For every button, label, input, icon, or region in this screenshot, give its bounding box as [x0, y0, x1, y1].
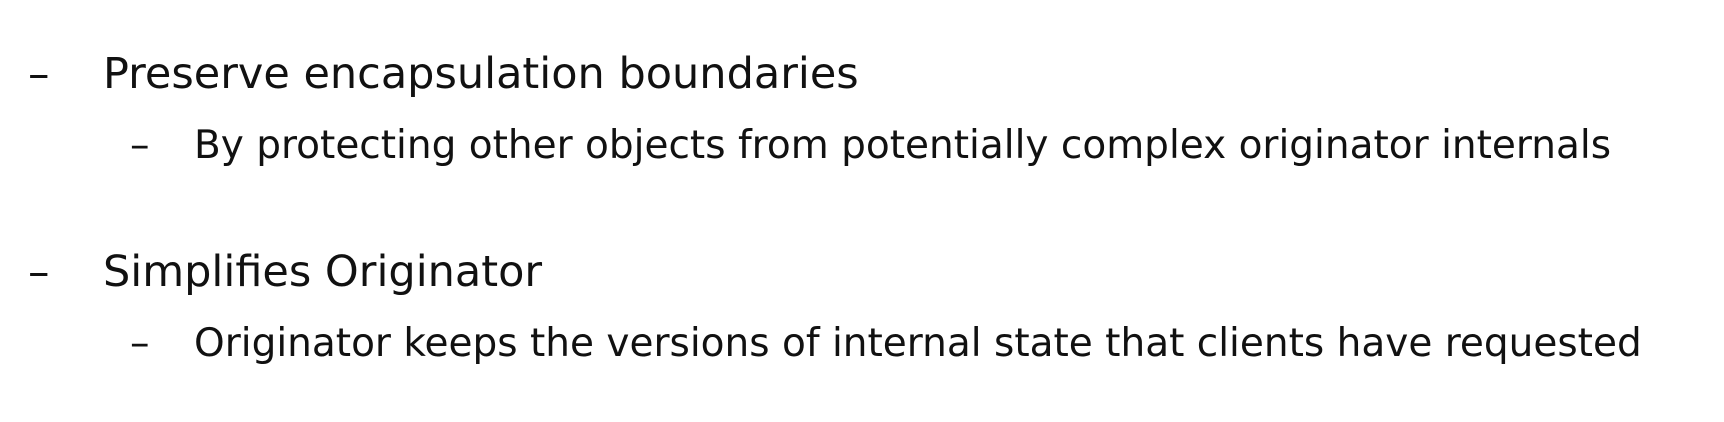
sub-bullet-text: Originator keeps the versions of interna… [194, 321, 1642, 366]
bullet-dash: – [28, 247, 50, 297]
bullet-text: Simplifies Originator [103, 247, 543, 297]
sub-bullet-dash: – [130, 321, 150, 366]
sub-bullet-dash: – [130, 123, 150, 168]
sub-bullet-text: By protecting other objects from potenti… [194, 123, 1612, 168]
bullet-text: Preserve encapsulation boundaries [103, 49, 859, 99]
bullet-dash: – [28, 49, 50, 99]
